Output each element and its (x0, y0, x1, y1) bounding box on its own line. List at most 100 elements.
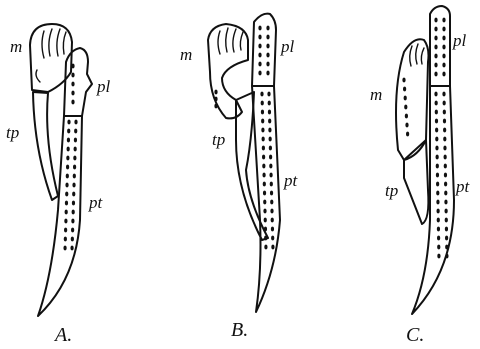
panel-b-label-pl: pl (280, 37, 295, 56)
panel-a-maxilla-inner (36, 70, 40, 82)
panel-b-pterygoid-left-tooth-5 (262, 137, 265, 142)
panel-c-maxilla-tooth-2 (404, 96, 407, 101)
panel-c-pterygoid-right-tooth-4 (443, 128, 446, 133)
panel-b-pterygoid (252, 86, 280, 312)
panel-c-pterygoid-right-tooth-12 (444, 200, 447, 205)
panel-c-palatine-left-tooth-3 (434, 45, 437, 50)
panel-c-label-m: m (370, 85, 382, 104)
panel-c-maxilla-tooth-3 (404, 105, 407, 110)
panel-b-pterygoid-left-tooth-0 (260, 92, 263, 97)
panel-c-pterygoid-right-tooth-9 (444, 173, 447, 178)
panel-b-label-m: m (180, 45, 192, 64)
panel-c-pterygoid-right-tooth-16 (445, 236, 448, 241)
panel-a-pterygoid-right-tooth-14 (70, 246, 73, 251)
panel-a-pterygoid-right-tooth-7 (72, 183, 75, 188)
panel-c-palatine-left-tooth-6 (434, 72, 437, 77)
panel-c-pterygoid-left-tooth-5 (435, 137, 438, 142)
panel-b-pterygoid-left-tooth-9 (262, 173, 265, 178)
panel-c-pterygoid-left-tooth-4 (435, 128, 438, 133)
panel-a-pterygoid-right-tooth-13 (71, 237, 74, 242)
panel-b-pterygoid-left-tooth-1 (261, 101, 264, 106)
panel-a-palatine-tooth-1 (71, 73, 74, 78)
panel-b-pterygoid-right-tooth-16 (271, 236, 274, 241)
panel-b-pterygoid-right-tooth-4 (268, 128, 271, 133)
panel-c-palatine-left-tooth-4 (434, 54, 437, 59)
panel-a-pterygoid-left-tooth-8 (65, 192, 68, 197)
panel-c-pterygoid-left-tooth-7 (436, 155, 439, 160)
panel-b-pterygoid-right-tooth-7 (269, 155, 272, 160)
panel-c-pterygoid-left-tooth-0 (434, 92, 437, 97)
panel-a-caption: A. (53, 324, 72, 346)
panel-c-pterygoid-left-tooth-11 (436, 191, 439, 196)
panel-b-palatine-right-tooth-0 (266, 26, 269, 31)
panel-b-pterygoid-left-tooth-4 (261, 128, 264, 133)
panel-a-palatine-tooth-0 (71, 64, 74, 69)
panel-a-pterygoid-left-tooth-2 (67, 138, 70, 143)
panel-b-pterygoid-right-tooth-6 (269, 146, 272, 151)
panel-b-maxilla-teeth (218, 28, 243, 54)
panel-b-palatine-left-tooth-5 (258, 71, 261, 76)
panel-a-pterygoid-left-tooth-13 (64, 237, 67, 242)
panel-b: m tp pl pt B. (180, 14, 299, 341)
panel-c-pterygoid (412, 86, 454, 314)
panel-b-palatine-right-tooth-3 (266, 53, 269, 58)
panel-b-palatine (252, 14, 276, 86)
panel-a-pterygoid-left-tooth-14 (63, 246, 66, 251)
panel-c-pterygoid-right-tooth-18 (445, 254, 448, 259)
panel-c-pterygoid-right-tooth-2 (443, 110, 446, 115)
panel-a-pterygoid-right-tooth-9 (72, 201, 75, 206)
panel-b-pterygoid-left-tooth-2 (261, 110, 264, 115)
panel-a-pterygoid-left-tooth-5 (66, 165, 69, 170)
panel-c-palatine-left-tooth-5 (434, 63, 437, 68)
panel-b-pterygoid-right-tooth-9 (269, 173, 272, 178)
panel-a-pterygoid-left-tooth-3 (67, 147, 70, 152)
panel-c-pterygoid-right-tooth-14 (445, 218, 448, 223)
panel-c-pterygoid-left-tooth-16 (437, 236, 440, 241)
panel-c-palatine (430, 6, 450, 86)
panel-c-pterygoid-left-tooth-1 (435, 101, 438, 106)
panel-a-palatine-tooth-4 (71, 100, 74, 105)
panel-b-pterygoid-left-tooth-15 (264, 227, 267, 232)
panel-c-pterygoid-left-tooth-6 (435, 146, 438, 151)
panel-c-pterygoid-left-tooth-3 (435, 119, 438, 124)
panel-b-palatine-left-tooth-0 (258, 26, 261, 31)
panel-a-label-pt: pt (88, 193, 104, 212)
panel-a-pterygoid-right-tooth-1 (74, 129, 77, 134)
panel-b-pterygoid-left-tooth-14 (264, 218, 267, 223)
panel-c-pterygoid-right-tooth-3 (443, 119, 446, 124)
panel-c-pterygoid-left-tooth-15 (437, 227, 440, 232)
panel-c-label-pl: pl (452, 31, 467, 50)
panel-b-pterygoid-right-tooth-11 (270, 191, 273, 196)
panel-b-pterygoid-right-tooth-14 (271, 218, 274, 223)
panel-b-palatine-left-tooth-1 (258, 35, 261, 40)
panel-b-pterygoid-right-tooth-3 (268, 119, 271, 124)
panel-a-palatine-tooth-2 (71, 82, 74, 87)
panel-b-pterygoid-right-tooth-8 (269, 164, 272, 169)
panel-c-palatine-right-tooth-6 (442, 72, 445, 77)
panel-c-pterygoid-left-tooth-18 (437, 254, 440, 259)
panel-c-pterygoid-left-tooth-13 (437, 209, 440, 214)
panel-b-pterygoid-right-tooth-1 (268, 101, 271, 106)
panel-c-pterygoid-right-tooth-8 (444, 164, 447, 169)
panel-b-label-pt: pt (283, 171, 299, 190)
panel-c-pterygoid-right-tooth-0 (442, 92, 445, 97)
panel-b-pterygoid-right-tooth-15 (271, 227, 274, 232)
panel-a-pterygoid-right-tooth-6 (73, 174, 76, 179)
panel-b-palatine-right-tooth-1 (266, 35, 269, 40)
panel-b-palatine-left-tooth-4 (258, 62, 261, 67)
panel-b-maxilla-tooth-1 (214, 97, 217, 102)
panel-a-pterygoid (38, 116, 82, 316)
panel-c: m tp pl pt C. (370, 6, 471, 346)
panel-c-palatine-right-tooth-0 (442, 18, 445, 23)
panel-c-label-tp: tp (385, 181, 398, 200)
panel-c-palatine-right-tooth-2 (442, 36, 445, 41)
panel-a-label-tp: tp (6, 123, 19, 142)
panel-a-palatine (64, 48, 92, 116)
panel-a-pterygoid-right-tooth-4 (73, 156, 76, 161)
panel-b-caption: B. (231, 319, 248, 341)
panel-c-pterygoid-left-tooth-8 (436, 164, 439, 169)
panel-b-maxilla (208, 24, 248, 118)
panel-c-maxilla-tooth-0 (402, 78, 405, 83)
panel-c-pterygoid-left-tooth-2 (435, 110, 438, 115)
